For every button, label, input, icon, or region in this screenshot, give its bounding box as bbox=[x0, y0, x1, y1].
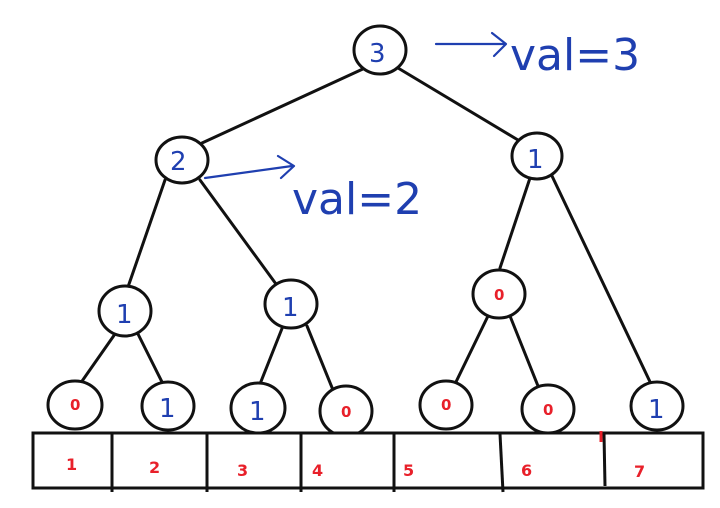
left-annotation: val=2 bbox=[203, 154, 422, 225]
tree-node-l1-left-label: 2 bbox=[170, 147, 187, 177]
tree-node-root-label: 3 bbox=[369, 39, 386, 69]
tree-node-l2a-label: 1 bbox=[116, 300, 133, 330]
edge-l2c-to-leaf6 bbox=[508, 314, 540, 388]
array-cell-5: 5 bbox=[403, 461, 414, 480]
edge-left-to-l2b bbox=[198, 178, 278, 286]
edge-left-to-l2a bbox=[126, 178, 167, 289]
tree-node-leaf-2: 1 bbox=[140, 380, 196, 432]
tree-node-leaf-7: 1 bbox=[629, 380, 685, 432]
tree-node-l1-right: 1 bbox=[510, 131, 564, 181]
tree-node-l2c-label: 0 bbox=[494, 286, 504, 304]
root-arrow-icon bbox=[434, 31, 508, 58]
tree-node-leaf-5: 0 bbox=[418, 379, 474, 431]
edge-root-to-left bbox=[200, 66, 367, 145]
edge-l2a-to-leaf2 bbox=[136, 332, 165, 386]
array-box bbox=[31, 431, 705, 490]
array-cell-3: 3 bbox=[237, 461, 248, 480]
tree-node-l2b: 1 bbox=[263, 278, 319, 330]
tree-node-leaf-3: 1 bbox=[229, 381, 287, 435]
tree-edges bbox=[78, 66, 654, 392]
tree-node-leaf-6-label: 0 bbox=[543, 401, 553, 419]
edge-l2c-to-leaf5 bbox=[453, 314, 490, 386]
tree-node-l2b-label: 1 bbox=[282, 293, 299, 323]
array-cell-6: 6 bbox=[521, 461, 532, 480]
tree-node-leaf-4: 0 bbox=[318, 384, 374, 438]
array-cell-2: 2 bbox=[149, 458, 160, 477]
tree-node-l2a: 1 bbox=[97, 284, 153, 338]
tree-node-leaf-5-label: 0 bbox=[441, 396, 451, 414]
array-cell-4: 4 bbox=[312, 461, 323, 480]
tree-node-leaf-6: 0 bbox=[520, 383, 576, 435]
edge-l2a-to-leaf1 bbox=[78, 332, 117, 386]
tree-node-root: 3 bbox=[352, 24, 408, 76]
root-annotation-text: val=3 bbox=[510, 30, 640, 81]
tree-node-leaf-2-label: 1 bbox=[159, 394, 176, 424]
array-divider-5 bbox=[498, 433, 505, 493]
tree-node-l1-right-label: 1 bbox=[527, 145, 544, 175]
annotations: val=3 val=2 bbox=[203, 30, 640, 225]
tree-nodes: 3 2 1 1 1 0 0 1 bbox=[46, 24, 685, 438]
left-arrow-icon bbox=[203, 154, 296, 180]
edge-l2b-to-leaf3 bbox=[258, 324, 285, 386]
edge-root-to-right bbox=[396, 66, 520, 142]
edge-right-to-l2c bbox=[498, 176, 532, 270]
tree-node-leaf-3-label: 1 bbox=[249, 397, 266, 427]
tree-node-leaf-1-label: 0 bbox=[70, 396, 80, 414]
array-cell-7: 7 bbox=[634, 462, 645, 481]
array-row: 1 2 3 4 5 6 7 bbox=[31, 431, 705, 493]
tree-node-l2c: 0 bbox=[471, 268, 527, 320]
edge-right-to-leaf7 bbox=[550, 174, 654, 388]
root-annotation: val=3 bbox=[434, 30, 640, 81]
edge-l2b-to-leaf4 bbox=[305, 324, 335, 392]
tree-node-l1-left: 2 bbox=[154, 135, 210, 185]
array-divider-6 bbox=[602, 433, 607, 487]
tree-node-leaf-4-label: 0 bbox=[341, 403, 351, 421]
left-annotation-text: val=2 bbox=[292, 174, 422, 225]
tree-node-leaf-1: 0 bbox=[46, 379, 104, 431]
array-cell-1: 1 bbox=[66, 455, 77, 474]
tree-node-leaf-7-label: 1 bbox=[648, 395, 665, 425]
